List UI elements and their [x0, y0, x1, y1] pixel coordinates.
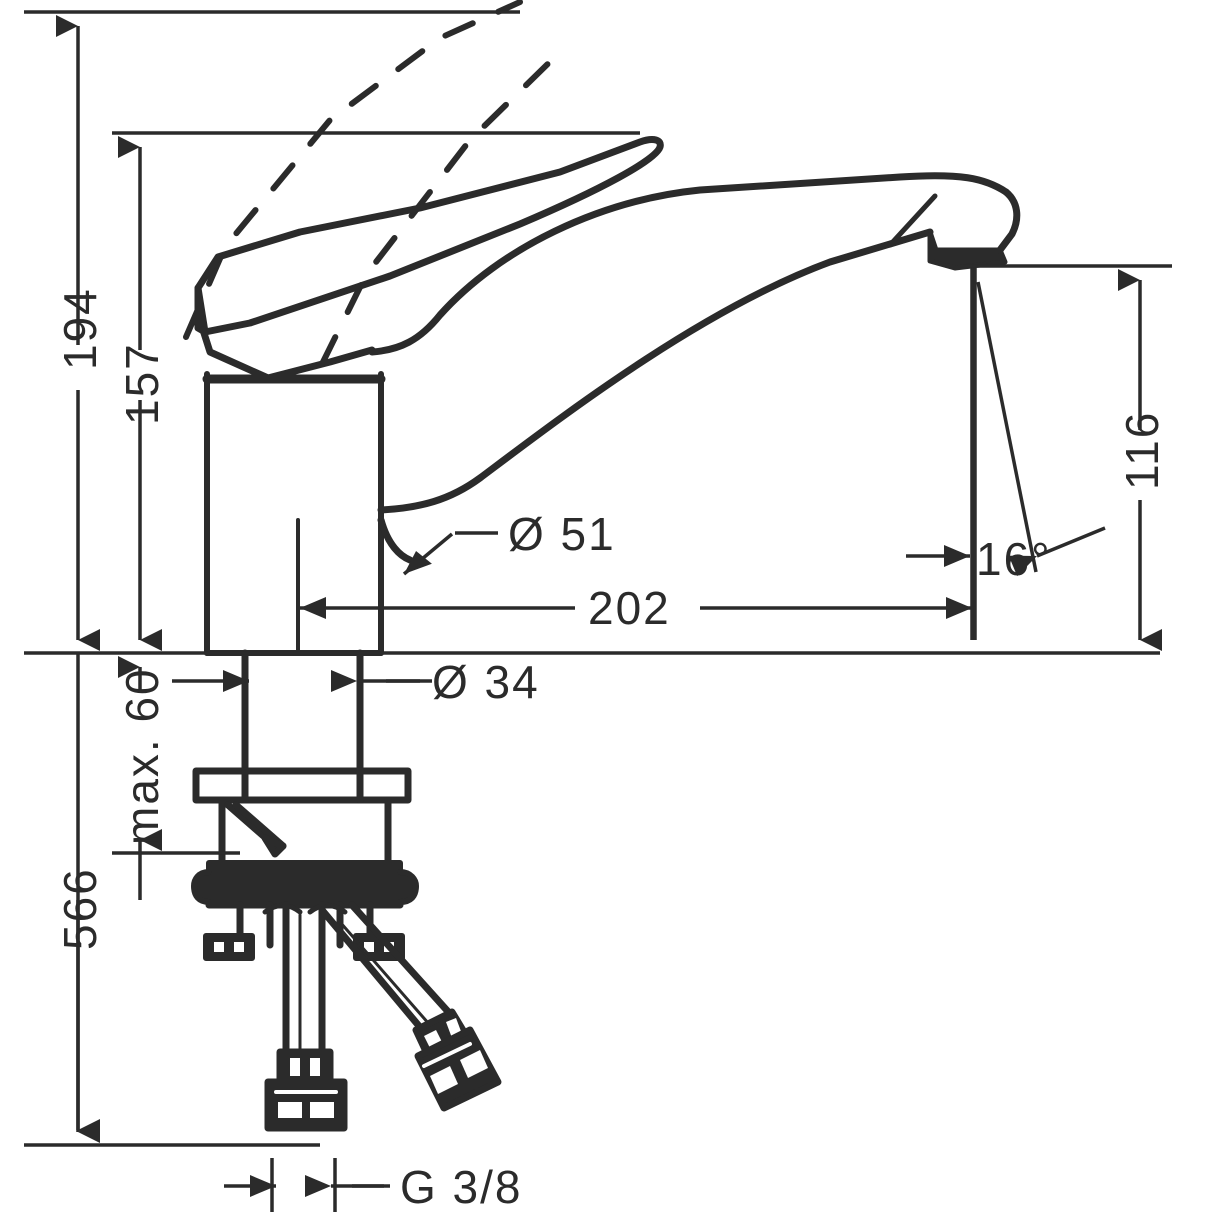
dimension-g38 [224, 1158, 390, 1212]
fixing-feet [203, 933, 405, 961]
base-seal-block [191, 860, 419, 908]
spout-upper-outline [368, 172, 1010, 356]
faucet-body-cylinder [204, 371, 384, 656]
dim-label-d51: Ø 51 [508, 508, 616, 560]
dim-label-max60: max. 60 [116, 667, 168, 845]
dim-label-194: 194 [54, 287, 106, 370]
dimension-lines-group [24, 10, 1172, 1212]
flexible-hose-angled [318, 901, 502, 1112]
spout-nose-aerator [887, 188, 1021, 271]
dimension-16deg [906, 268, 1106, 640]
dimension-text-group: 194 157 116 202 16° Ø 51 Ø 34 max. 60 56… [54, 287, 1168, 1213]
mounting-washer-plate [192, 767, 412, 804]
flexible-hose-vertical [264, 901, 348, 1132]
dim-label-d34: Ø 34 [432, 656, 540, 708]
mounting-shank [241, 649, 364, 779]
dim-label-566: 566 [54, 867, 106, 950]
lever-handle-closed-position [194, 136, 664, 382]
dim-label-116: 116 [1116, 411, 1168, 490]
spout-lower-outline [377, 228, 934, 514]
fixing-nut-block [218, 796, 392, 869]
dim-label-202: 202 [588, 582, 671, 634]
angle-inclined-line [976, 281, 1038, 573]
dim-label-157: 157 [116, 342, 168, 425]
dim-label-16deg: 16° [976, 533, 1052, 585]
dim-label-g38: G 3/8 [400, 1161, 523, 1213]
faucet-outline-group [183, 0, 1021, 1132]
spout-base-transition [377, 516, 414, 564]
dimension-d51-leader [402, 531, 498, 576]
